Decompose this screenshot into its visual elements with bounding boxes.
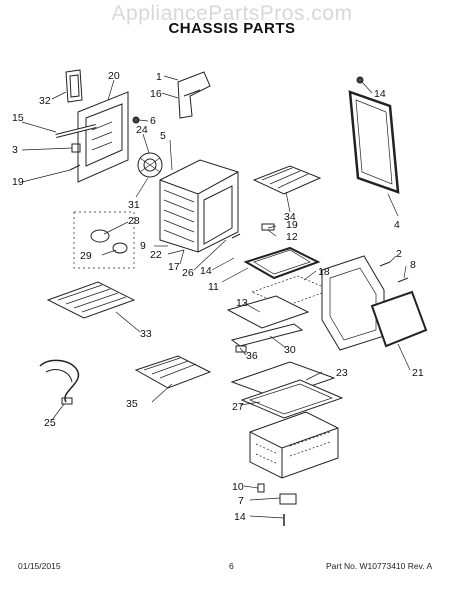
part-2-screw [379,261,391,267]
callout-30: 30 [284,344,296,356]
part-33-oven-rack [46,281,136,319]
callout-32: 32 [39,95,51,107]
front-frame [321,255,385,351]
callout-34: 34 [284,211,296,223]
part-25-wire-harness [39,359,80,405]
callout-14-mid: 14 [200,265,212,277]
callout-24: 24 [136,124,148,136]
footer-part-number: Part No. W10773410 Rev. A [326,561,433,571]
footer-date: 01/15/2015 [18,561,61,571]
callout-22: 22 [150,249,162,261]
part-14-screw-top [356,76,364,84]
callout-18: 18 [318,266,330,278]
part-26-screw [231,233,241,239]
callout-19-mid: 19 [286,219,298,231]
callout-31: 31 [128,199,140,211]
callout-36: 36 [246,350,258,362]
callout-19: 19 [12,176,24,188]
callout-33: 33 [140,328,152,340]
lower-chassis-box [249,411,339,479]
page-title: CHASSIS PARTS [168,20,296,37]
callout-20: 20 [108,70,120,82]
callout-1: 1 [156,71,162,83]
callout-25: 25 [44,417,56,429]
callout-35: 35 [126,398,138,410]
part-30-drawer-rail [230,323,304,347]
part-36-clip [235,345,247,353]
callout-2: 2 [396,248,402,260]
callout-28: 28 [128,215,140,227]
part-13-shield [226,275,331,329]
callout-14-bottom: 14 [234,511,246,523]
callout-26: 26 [182,267,194,279]
part-24-fan-motor [137,152,163,178]
callout-8: 8 [410,259,416,271]
callout-labels: 32 20 15 3 19 6 24 5 31 1 16 14 4 34 28 … [12,70,424,523]
callout-4: 4 [394,219,400,231]
callout-10: 10 [232,481,244,493]
callout-29: 29 [80,250,92,262]
callout-6: 6 [150,115,156,127]
part-6-nut [132,116,140,124]
part-32-bracket [65,69,83,103]
callout-17: 17 [168,261,180,273]
callout-9: 9 [140,240,146,252]
part-28-burner-fitting [73,211,135,269]
part-19-screw [69,164,81,171]
callout-14-top: 14 [374,88,386,100]
callout-5: 5 [160,130,166,142]
part-15-element [55,124,97,138]
watermark: AppliancePartsPros.com [111,2,353,25]
part-23-drawer-panel [230,361,344,419]
callout-3: 3 [12,144,18,156]
part-11-bake-element [243,246,321,280]
part-7-bracket [279,493,297,505]
part-10-spacer [257,483,265,493]
callout-13: 13 [236,297,248,309]
part-34-rack [252,165,322,195]
part-35-broil-rack [134,355,212,389]
part-4-door-gasket [348,90,400,194]
footer-page-number: 6 [229,561,234,571]
callout-12: 12 [286,231,298,243]
leader-lines [21,75,411,519]
callout-23: 23 [336,367,348,379]
callout-21: 21 [412,367,424,379]
callout-27: 27 [232,401,244,413]
part-21-door-glass [370,290,428,348]
oven-cavity [159,159,239,253]
callout-11: 11 [208,281,219,293]
part-8-screw [397,277,409,283]
callout-7: 7 [238,495,244,507]
callout-16: 16 [150,88,162,100]
callout-15: 15 [12,112,24,124]
part-20-rear-panel [77,91,129,183]
part-16-vent-duct [177,71,211,119]
